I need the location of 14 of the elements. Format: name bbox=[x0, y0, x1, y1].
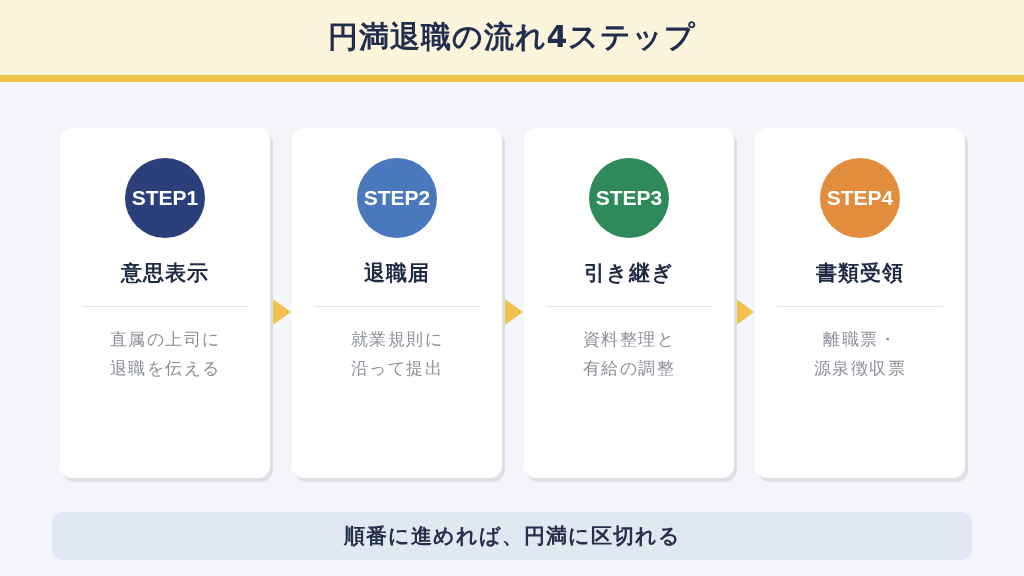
step-heading: 意思表示 bbox=[121, 260, 209, 287]
step-circle: STEP1 bbox=[125, 158, 205, 238]
step-heading: 退職届 bbox=[364, 260, 430, 287]
step-circle: STEP4 bbox=[820, 158, 900, 238]
title: 円満退職の流れ4ステップ bbox=[327, 18, 697, 56]
step-description: 就業規則に沿って提出 bbox=[350, 328, 444, 380]
step-description: 離職票・源泉徴収票 bbox=[813, 328, 907, 380]
step-description: 直属の上司に退職を伝える bbox=[109, 328, 221, 380]
step-circle: STEP3 bbox=[589, 158, 669, 238]
step-circle: STEP2 bbox=[357, 158, 437, 238]
step-heading: 引き継ぎ bbox=[584, 260, 674, 287]
step-description: 資料整理と有給の調整 bbox=[582, 328, 676, 380]
step-heading: 書類受領 bbox=[816, 260, 904, 287]
summary-banner: 順番に進めれば、円満に区切れる bbox=[52, 512, 972, 560]
